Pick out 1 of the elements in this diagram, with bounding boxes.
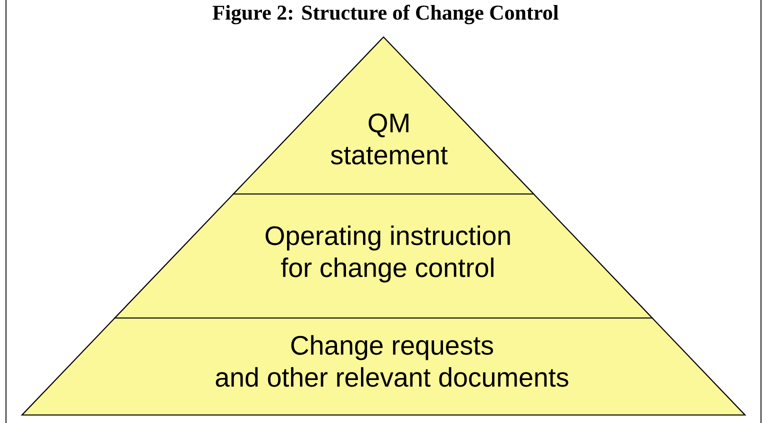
figure-title: Figure 2: Structure of Change Control (212, 4, 558, 24)
